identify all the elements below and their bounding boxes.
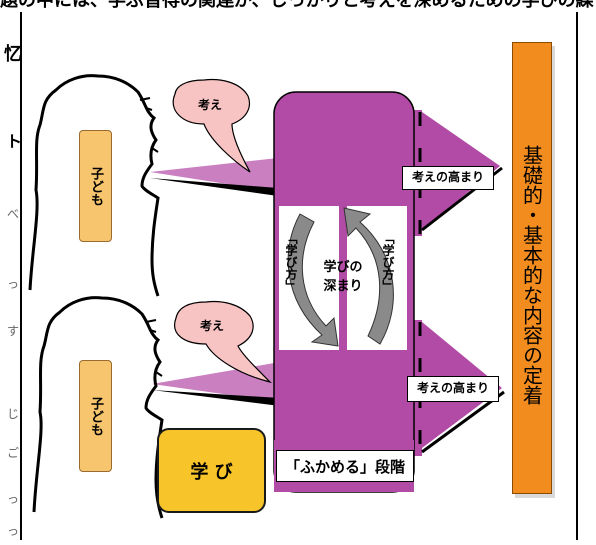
side-char: ト (6, 132, 23, 151)
face-detail-top (139, 97, 159, 153)
thought-bubble-bottom (174, 300, 272, 384)
side-char: 忆 (4, 44, 22, 65)
side-char: っ (7, 277, 20, 291)
cycle-arrow-right (343, 207, 394, 345)
student-silhouette-bottom (32, 296, 164, 519)
side-char: べ (7, 207, 20, 221)
stage-label: 「ふかめる」段階 (276, 450, 414, 482)
diagram-frame (20, 12, 578, 540)
manabi-box: 学 び (157, 428, 266, 513)
student-silhouette-top (28, 74, 160, 297)
thought-bubble-top (172, 78, 251, 173)
student-label: 子ども (79, 130, 112, 242)
cycle-label-left: 「学び方」 (284, 232, 298, 292)
thought-bubble-text: 考え (197, 98, 222, 112)
side-char: じ (7, 407, 20, 421)
side-char: っ (7, 492, 20, 506)
cycle-label-right: 「学び方」 (381, 232, 395, 292)
top-caption: 題の中には、学ぶ習得の関連が、しっかりと考えを深めるための学びの繰り返し (0, 0, 596, 10)
face-detail-bottom (145, 319, 163, 377)
side-char: す (7, 324, 20, 338)
student-wedge-bottom-shadow (152, 390, 280, 406)
goal-text: 基礎的・基本的な内容の定着 (519, 145, 544, 405)
cycle-arrow-left (287, 213, 339, 347)
arrow-label: 考えの高まり (402, 166, 494, 190)
arrow-label: 考えの高まり (407, 376, 499, 402)
right-arrow-bottom-shadow (421, 390, 505, 454)
thought-bubble-text: 考え (199, 319, 224, 333)
goal-box (512, 42, 552, 494)
side-char: ご (7, 446, 20, 460)
student-wedge-top-shadow (150, 178, 278, 196)
side-char: っ (7, 524, 20, 538)
student-label: 子ども (79, 360, 112, 472)
deepening-caption: 学びの 深まり (323, 260, 363, 294)
